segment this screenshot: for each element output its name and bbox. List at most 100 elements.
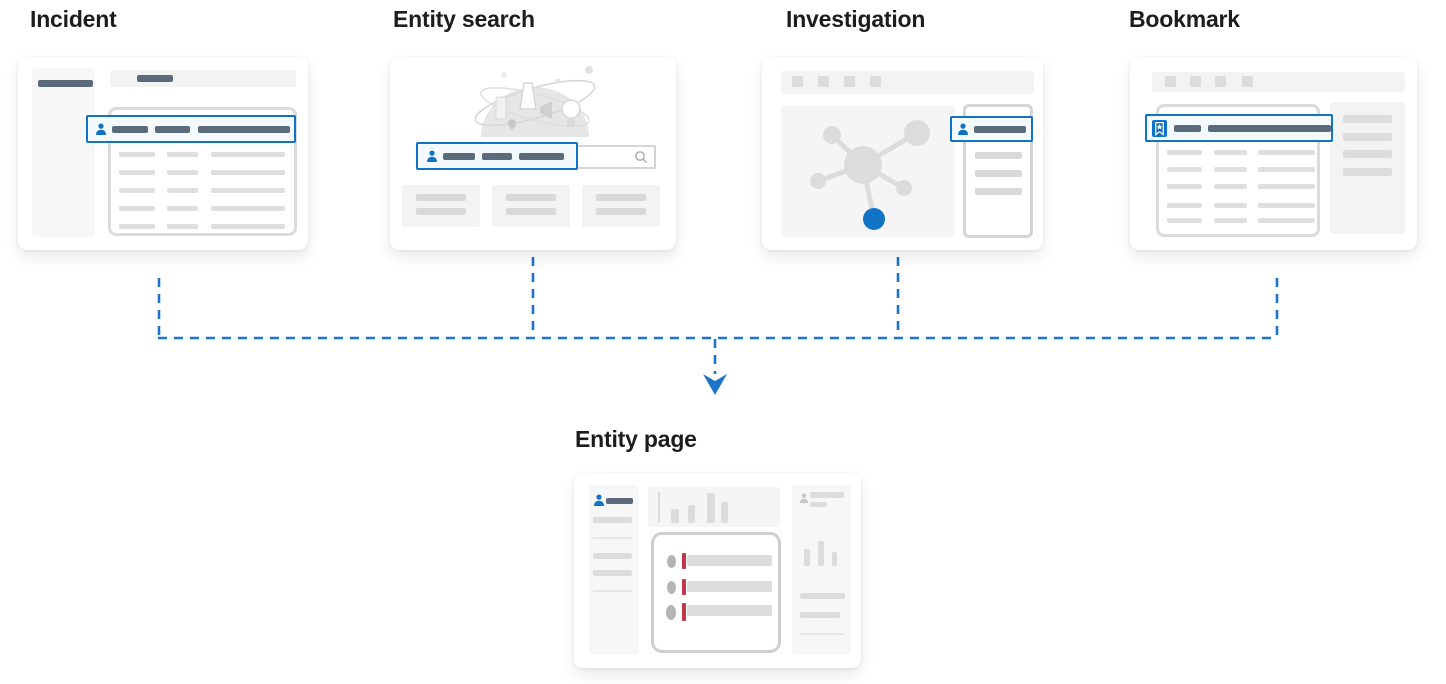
- title-incident: Incident: [30, 6, 117, 32]
- placeholder-bar: [1343, 115, 1392, 123]
- severity-tick: [682, 553, 686, 569]
- person-icon: [958, 123, 968, 135]
- chart-bar: [671, 509, 679, 523]
- result-tile: [582, 185, 660, 227]
- toolbar-square: [1165, 76, 1176, 87]
- highlighted-bookmark-row[interactable]: [1145, 114, 1333, 142]
- alerts-list: [651, 532, 781, 653]
- table-cell-bar: [1258, 167, 1315, 172]
- person-icon: [594, 494, 604, 506]
- placeholder-bar: [416, 208, 466, 215]
- placeholder-bar: [1343, 150, 1392, 158]
- placeholder-bar: [800, 612, 840, 618]
- toolbar-square: [1190, 76, 1201, 87]
- placeholder-bar: [687, 605, 772, 616]
- chart-bar: [688, 505, 695, 523]
- placeholder-bar: [606, 498, 633, 504]
- table-cell-bar: [1214, 218, 1247, 223]
- toolbar-square: [1242, 76, 1253, 87]
- title-investigation: Investigation: [786, 6, 926, 32]
- graph-node: [896, 180, 912, 196]
- title-bookmark: Bookmark: [1129, 6, 1240, 32]
- placeholder-bar: [975, 152, 1022, 159]
- placeholder-bar: [974, 125, 1026, 133]
- table-cell-bar: [1214, 184, 1247, 189]
- divider: [593, 590, 632, 592]
- list-item-dot: [667, 555, 676, 568]
- person-icon: [799, 493, 809, 504]
- toolbar-square: [870, 76, 881, 87]
- result-tile: [492, 185, 570, 227]
- placeholder-bar: [1343, 133, 1392, 141]
- table-cell-bar: [167, 152, 198, 157]
- table-cell-bar: [1214, 167, 1247, 172]
- placeholder-bar: [519, 152, 564, 160]
- placeholder-bar: [416, 194, 466, 201]
- list-item-dot: [666, 605, 676, 620]
- table-cell-bar: [211, 206, 285, 211]
- chart-bar: [804, 549, 810, 566]
- severity-tick: [682, 579, 686, 595]
- divider: [593, 537, 632, 539]
- toolbar-square: [818, 76, 829, 87]
- highlighted-entity-item[interactable]: [950, 116, 1033, 142]
- chart-axis: [658, 492, 660, 523]
- table-cell-bar: [1167, 218, 1202, 223]
- list-item-dot: [667, 581, 676, 594]
- result-tile: [402, 185, 480, 227]
- chart-bar: [707, 493, 715, 523]
- incident-card: [18, 57, 308, 250]
- table-cell-bar: [211, 224, 285, 229]
- insights-panel: [792, 485, 851, 655]
- investigation-card: [762, 57, 1043, 250]
- table-cell-bar: [1167, 203, 1202, 208]
- placeholder-bar: [975, 188, 1022, 195]
- table-cell-bar: [1258, 184, 1315, 189]
- toolbar-square: [844, 76, 855, 87]
- highlighted-entity-row[interactable]: [86, 115, 296, 143]
- table-cell-bar: [119, 188, 155, 193]
- placeholder-bar: [443, 152, 475, 160]
- table-cell-bar: [1167, 167, 1202, 172]
- selected-entity-node[interactable]: [863, 208, 885, 230]
- placeholder-bar: [506, 208, 556, 215]
- placeholder-bar: [137, 75, 173, 82]
- placeholder-bar: [112, 125, 148, 133]
- timeline-chart: [648, 487, 780, 527]
- entity-sidebar: [589, 485, 639, 655]
- table-cell-bar: [1214, 203, 1247, 208]
- chart-bar: [721, 502, 728, 523]
- highlighted-entity-term[interactable]: [416, 142, 578, 170]
- toolbar-square: [1215, 76, 1226, 87]
- placeholder-bar: [593, 517, 632, 523]
- table-cell-bar: [119, 170, 155, 175]
- placeholder-bar: [687, 555, 772, 566]
- placeholder-bar: [593, 553, 632, 559]
- table-cell-bar: [167, 170, 198, 175]
- placeholder-bar: [38, 80, 93, 87]
- placeholder-bar: [687, 581, 772, 592]
- table-cell-bar: [119, 206, 155, 211]
- placeholder-bar: [482, 152, 512, 160]
- title-entity-search: Entity search: [393, 6, 535, 32]
- severity-tick: [682, 603, 686, 621]
- table-cell-bar: [1258, 218, 1315, 223]
- table-cell-bar: [1258, 203, 1315, 208]
- table-cell-bar: [211, 152, 285, 157]
- table-cell-bar: [167, 206, 198, 211]
- table-cell-bar: [211, 188, 285, 193]
- person-icon: [96, 123, 106, 135]
- sidebar-placeholder: [32, 68, 95, 237]
- graph-node: [823, 126, 841, 144]
- placeholder-bar: [800, 593, 845, 599]
- header-placeholder: [110, 70, 296, 87]
- search-illustration: [474, 66, 596, 137]
- table-cell-bar: [167, 224, 198, 229]
- table-cell-bar: [211, 170, 285, 175]
- table-cell-bar: [1167, 184, 1202, 189]
- divider: [800, 633, 845, 635]
- placeholder-bar: [198, 125, 290, 133]
- placeholder-bar: [596, 194, 646, 201]
